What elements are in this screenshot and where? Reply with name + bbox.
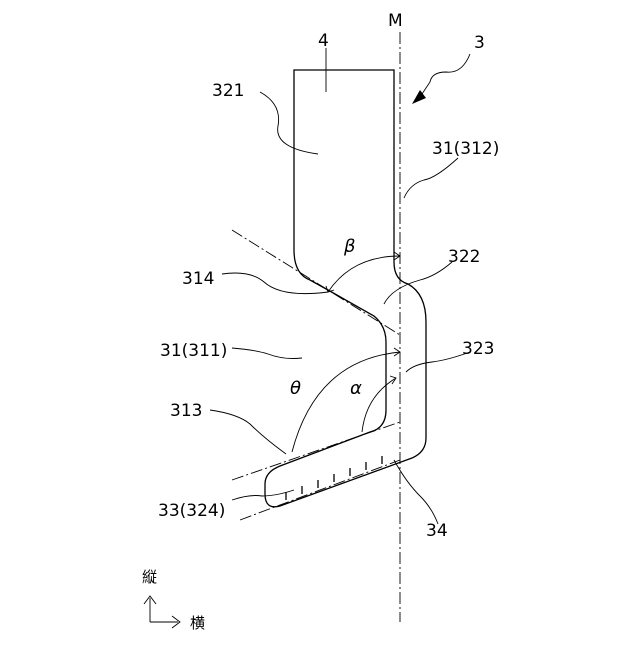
label-ref-321: 321 (212, 81, 244, 101)
label-ref-322: 322 (448, 247, 480, 267)
label-ref-313: 313 (170, 401, 202, 421)
label-ref-31-311: 31(311) (160, 341, 227, 361)
leader-31-311 (232, 348, 302, 359)
orientation-indicator: 縦 横 (142, 568, 205, 632)
leader-323 (406, 352, 470, 372)
label-horizontal-direction: 横 (190, 614, 205, 632)
label-ref-33-324: 33(324) (158, 501, 225, 521)
leader-314 (222, 273, 328, 294)
label-ref-31-312: 31(312) (432, 139, 499, 159)
label-ref-323: 323 (462, 339, 494, 359)
leader-321 (260, 92, 318, 154)
leader-313 (210, 410, 286, 454)
label-angle-theta: θ (290, 378, 301, 399)
label-vertical-direction: 縦 (142, 568, 157, 586)
label-ref-314: 314 (182, 269, 214, 289)
arc-beta (328, 256, 400, 292)
label-ref-34: 34 (426, 521, 448, 541)
reference-line-lower-2 (240, 460, 400, 520)
label-ref-3: 3 (474, 33, 485, 53)
part-outline (265, 70, 426, 507)
arc-alpha (362, 378, 396, 432)
label-angle-beta: β (343, 236, 356, 257)
label-ref-4: 4 (318, 31, 329, 51)
leader-33-324 (232, 490, 294, 500)
arrow-3-head (412, 90, 426, 104)
teeth-group (286, 456, 382, 500)
label-angle-alpha: α (350, 378, 362, 399)
leader-31-312 (404, 158, 458, 198)
arrow-3 (418, 54, 470, 100)
arc-theta (292, 352, 400, 452)
leader-34 (394, 460, 438, 524)
label-axis-m: M (388, 11, 403, 31)
reference-line-upper (232, 230, 400, 335)
